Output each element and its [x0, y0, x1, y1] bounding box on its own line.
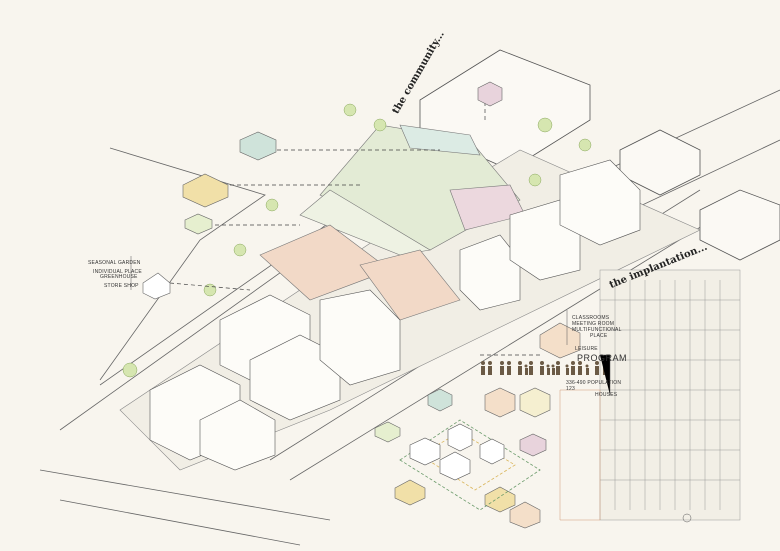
program-network: [399, 419, 541, 511]
trees: [122, 103, 592, 378]
program-houses-count: 123: [566, 386, 575, 392]
label-store-shop: STORE SHOP: [104, 283, 139, 289]
label-individual-place: INDIVIDUAL PLACE: [93, 269, 142, 275]
leader-lines: [169, 95, 540, 356]
program-houses-label: HOUSES: [595, 392, 618, 398]
label-leisure: LEISURE: [575, 346, 598, 352]
people-pictograms: [481, 361, 607, 375]
site-plan: [559, 269, 741, 523]
label-seasonal-garden: SEASONAL GARDEN: [88, 260, 141, 266]
label-brackets: [130, 256, 611, 395]
program-title: PROGRAM: [577, 353, 628, 363]
label-meeting-room: MEETING ROOM: [572, 321, 615, 327]
label-place: PLACE: [590, 333, 608, 339]
network-buildings: [409, 423, 505, 481]
label-greenhouse: GREENHOUSE: [100, 274, 138, 280]
program-population: 336-490 POPULATION: [566, 380, 622, 386]
program-boxes: [142, 81, 581, 529]
warehouses: [259, 124, 526, 321]
housing-blocks: [149, 159, 641, 471]
label-multifunctional: MULTIFUNCTIONAL: [572, 327, 622, 333]
label-classrooms: CLASSROOMS: [572, 315, 610, 321]
